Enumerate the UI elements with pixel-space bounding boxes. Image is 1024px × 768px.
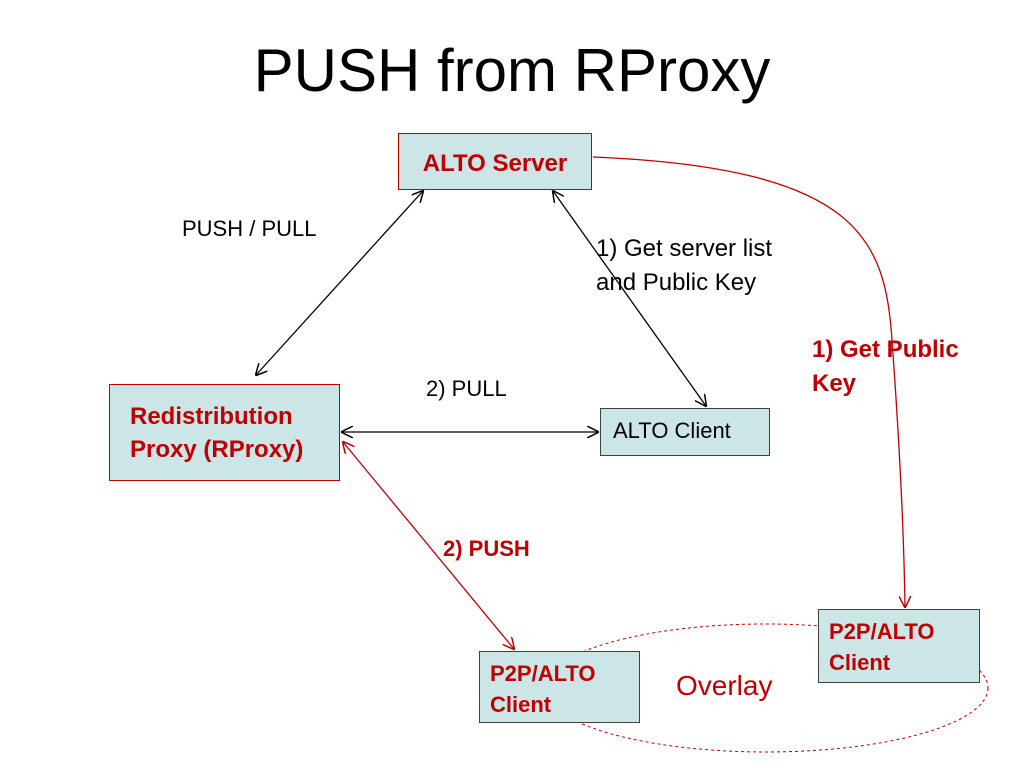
alto-server-label: ALTO Server: [422, 150, 568, 177]
pull-label: 2) PULL: [426, 376, 507, 401]
slide-title: PUSH from RProxy: [253, 37, 771, 104]
get-server-line2: and Public Key: [596, 269, 757, 296]
rproxy-label-line1: Redistribution: [130, 403, 293, 430]
get-public-line2: Key: [812, 370, 857, 397]
alto-client-label: ALTO Client: [613, 418, 731, 443]
p2p-left-label-line2: Client: [490, 692, 552, 717]
p2p-right-label-line1: P2P/ALTO: [829, 619, 935, 644]
alto-server-box: ALTO Server: [398, 133, 592, 190]
push-label: 2) PUSH: [443, 536, 530, 561]
alto-client-box: ALTO Client: [600, 408, 770, 456]
arrow-server-rproxy: [256, 191, 423, 375]
overlay-ellipse: [543, 623, 989, 753]
rproxy-label-line2: Proxy (RProxy): [130, 436, 304, 463]
arrow-rproxy-p2p-left: [343, 442, 514, 649]
arrow-server-p2p-right: [592, 156, 905, 607]
get-public-key-label: 1) Get Public Key: [812, 333, 959, 401]
p2p-right-label-line2: Client: [829, 650, 891, 675]
overlay-label: Overlay: [676, 670, 773, 701]
push-pull-label: PUSH / PULL: [182, 216, 317, 241]
get-server-line1: 1) Get server list: [596, 235, 773, 262]
p2p-client-right-box: P2P/ALTO Client: [818, 609, 980, 683]
p2p-client-left-box: P2P/ALTO Client: [479, 651, 640, 723]
get-server-list-label: 1) Get server list and Public Key: [596, 232, 772, 300]
get-public-line1: 1) Get Public: [812, 336, 959, 363]
p2p-left-label-line1: P2P/ALTO: [490, 661, 596, 686]
arrow-server-client: [553, 191, 706, 406]
rproxy-box: Redistribution Proxy (RProxy): [109, 384, 340, 481]
